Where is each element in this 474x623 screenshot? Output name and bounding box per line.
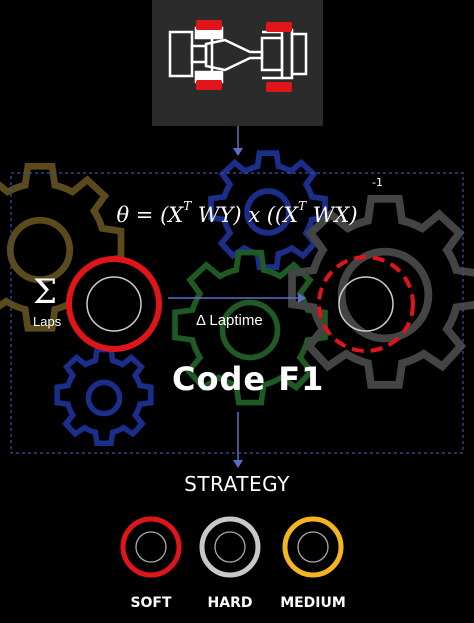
car-tyres [196,20,292,92]
regression-formula: θ = (XT WY) x ((XT WX) [116,199,358,227]
tyre-icon [199,516,261,578]
formula-exponent: -1 [372,176,383,189]
gear-icon [175,253,325,403]
gear-icon [211,153,325,267]
tyre-label-medium: MEDIUM [280,595,346,611]
delta-laptime-label: Δ Laptime [196,312,263,329]
strategy-title: STRATEGY [184,472,290,496]
arrow-icon [168,293,306,303]
gear-icon [57,350,151,444]
arrow-icon [233,412,243,468]
tyre-label-soft: SOFT [130,595,172,611]
tyre-icon [282,516,344,578]
arrow-icon [233,126,243,156]
gear-icon [292,199,474,385]
gear-icon [0,166,121,328]
tyre-icon [317,255,415,353]
tyre-label-hard: HARD [207,595,253,611]
tyre-icon [66,256,162,352]
laps-label: Laps [33,314,62,329]
brand-title: Code F1 [172,360,325,398]
sigma-symbol: Σ [33,272,58,312]
tyre-icon [120,516,182,578]
